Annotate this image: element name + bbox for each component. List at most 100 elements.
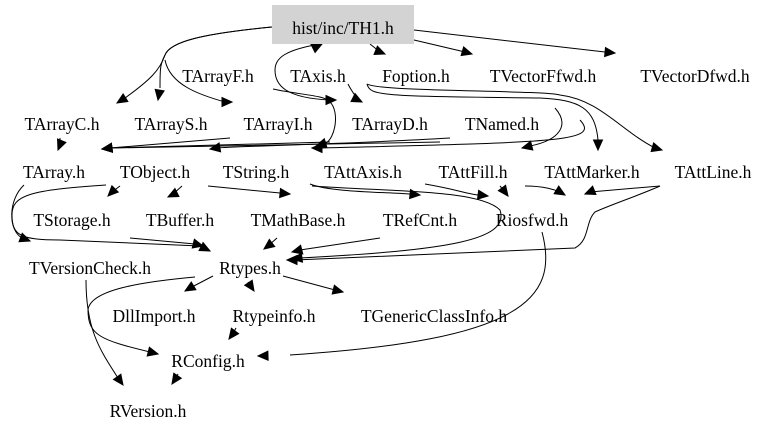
arrowhead-icon <box>583 185 597 195</box>
edge-Rtypes-to-DllImport <box>183 275 214 292</box>
edge-Rtypes-to-TGenericClassInfo <box>282 275 345 295</box>
node-TVectorFfwd[interactable]: TVectorFfwd.h <box>490 66 597 86</box>
node-TString[interactable]: TString.h <box>223 162 290 182</box>
edge-TNamed-to-TString <box>310 119 585 154</box>
edge-TArrayC-to-TArray <box>57 138 67 152</box>
node-TAttMarker[interactable]: TAttMarker.h <box>544 162 640 182</box>
node-label: TBuffer.h <box>146 210 214 230</box>
edge-TArray-to-TVersionCheck <box>11 184 32 243</box>
node-label: TArrayC.h <box>25 114 100 134</box>
arrowhead-icon <box>57 138 67 152</box>
node-Foption[interactable]: Foption.h <box>382 66 450 86</box>
edge-TAttLine-to-Rtypes <box>583 185 661 195</box>
arrowhead-icon <box>310 142 323 154</box>
node-label: TArray.h <box>23 162 85 182</box>
edge-Riosfwd-to-RConfig <box>256 231 547 361</box>
edge-line <box>366 83 599 141</box>
arrowhead-icon <box>497 184 509 197</box>
edge-line <box>319 119 585 149</box>
node-TAttLine[interactable]: TAttLine.h <box>675 162 752 182</box>
node-label: RConfig.h <box>171 351 245 371</box>
edge-TAttMarker-to-Riosfwd <box>524 185 567 196</box>
node-label: TAttAxis.h <box>324 162 402 182</box>
edge-Rtypeinfo-to-RConfig <box>228 327 240 340</box>
node-label: TAttFill.h <box>438 162 507 182</box>
node-label: TVectorDfwd.h <box>640 66 750 86</box>
edge-TRefCnt-to-Rtypes <box>290 237 381 255</box>
edge-TH1-to-TVectorFfwd <box>413 39 474 57</box>
edge-TObject-to-TBuffer <box>166 185 183 198</box>
node-TArrayF[interactable]: TArrayF.h <box>182 66 254 86</box>
node-label: TArrayI.h <box>243 114 312 134</box>
edge-line <box>524 185 561 193</box>
edge-line <box>299 237 381 251</box>
node-TArrayC[interactable]: TArrayC.h <box>25 114 100 134</box>
edge-TH1-to-TAttLine <box>366 83 664 153</box>
node-TVersionCheck[interactable]: TVersionCheck.h <box>29 258 151 278</box>
edge-TH1-to-Foption <box>369 43 387 55</box>
node-DllImport[interactable]: DllImport.h <box>112 306 195 326</box>
edge-TAttLine-to-Rtypes2 <box>285 185 661 266</box>
arrowhead-icon <box>604 46 617 58</box>
arrowhead-icon <box>100 142 114 153</box>
node-label: TVersionCheck.h <box>29 258 151 278</box>
node-TArray[interactable]: TArray.h <box>23 162 85 182</box>
edge-TH1-to-TArrayD <box>347 83 364 103</box>
edge-line <box>164 59 226 103</box>
edge-TH1-to-TAttMarker <box>366 83 604 152</box>
arrowhead-icon <box>592 139 604 152</box>
node-TStorage[interactable]: TStorage.h <box>33 210 111 230</box>
node-TArrayS[interactable]: TArrayS.h <box>135 114 208 134</box>
arrowhead-icon <box>476 189 490 200</box>
node-label: TArrayD.h <box>352 114 428 134</box>
edge-TVersionCheck-to-RVersion <box>85 279 124 386</box>
arrowhead-icon <box>650 142 664 153</box>
edge-TObject-to-Riosfwd <box>207 185 292 199</box>
node-Rtypes[interactable]: Rtypes.h <box>219 258 281 278</box>
arrowhead-icon <box>373 45 387 55</box>
node-Rtypeinfo[interactable]: Rtypeinfo.h <box>232 306 315 326</box>
node-TArrayD[interactable]: TArrayD.h <box>352 114 428 134</box>
node-TVectorDfwd[interactable]: TVectorDfwd.h <box>640 66 750 86</box>
edge-line <box>109 137 231 149</box>
node-label: Rtypeinfo.h <box>232 306 315 326</box>
arrowhead-icon <box>520 140 534 151</box>
edge-TAxis-to-TNamed <box>274 43 338 106</box>
arrowhead-icon <box>146 346 160 357</box>
edge-line <box>109 141 441 149</box>
arrowhead-icon <box>166 187 180 198</box>
node-Riosfwd[interactable]: Riosfwd.h <box>496 210 569 230</box>
node-TMathBase[interactable]: TMathBase.h <box>251 210 346 230</box>
node-label: TAttLine.h <box>675 162 752 182</box>
node-label: RVersion.h <box>110 401 187 421</box>
node-RConfig[interactable]: RConfig.h <box>171 351 245 371</box>
node-label: TGenericClassInfo.h <box>361 306 508 326</box>
node-TGenericClassInfo[interactable]: TGenericClassInfo.h <box>361 306 508 326</box>
edge-line <box>124 26 273 99</box>
edge-line <box>11 184 201 247</box>
node-TBuffer[interactable]: TBuffer.h <box>146 210 214 230</box>
node-label: hist/inc/TH1.h <box>292 18 394 38</box>
node-TRefCnt[interactable]: TRefCnt.h <box>383 210 458 230</box>
node-TAttAxis[interactable]: TAttAxis.h <box>324 162 402 182</box>
edge-line <box>413 29 606 53</box>
arrowhead-icon <box>221 96 234 108</box>
node-label: TStorage.h <box>33 210 111 230</box>
node-label: TArrayF.h <box>182 66 254 86</box>
node-TNamed[interactable]: TNamed.h <box>465 114 540 134</box>
node-TH1[interactable]: hist/inc/TH1.h <box>272 5 414 44</box>
node-label: TAxis.h <box>290 66 346 86</box>
node-TObject[interactable]: TObject.h <box>120 162 190 182</box>
node-TAttFill[interactable]: TAttFill.h <box>438 162 507 182</box>
arrowhead-icon <box>256 350 269 361</box>
edge-TH1-to-TArrayC <box>115 26 273 104</box>
node-label: TMathBase.h <box>251 210 346 230</box>
node-TAxis[interactable]: TAxis.h <box>290 66 346 86</box>
edge-line <box>215 137 451 149</box>
edge-TMathBase-to-Rtypes <box>263 237 278 250</box>
node-RVersion[interactable]: RVersion.h <box>110 401 187 421</box>
node-TArrayI[interactable]: TArrayI.h <box>243 114 312 134</box>
arrowhead-icon <box>107 184 120 197</box>
arrowhead-icon <box>208 142 222 153</box>
